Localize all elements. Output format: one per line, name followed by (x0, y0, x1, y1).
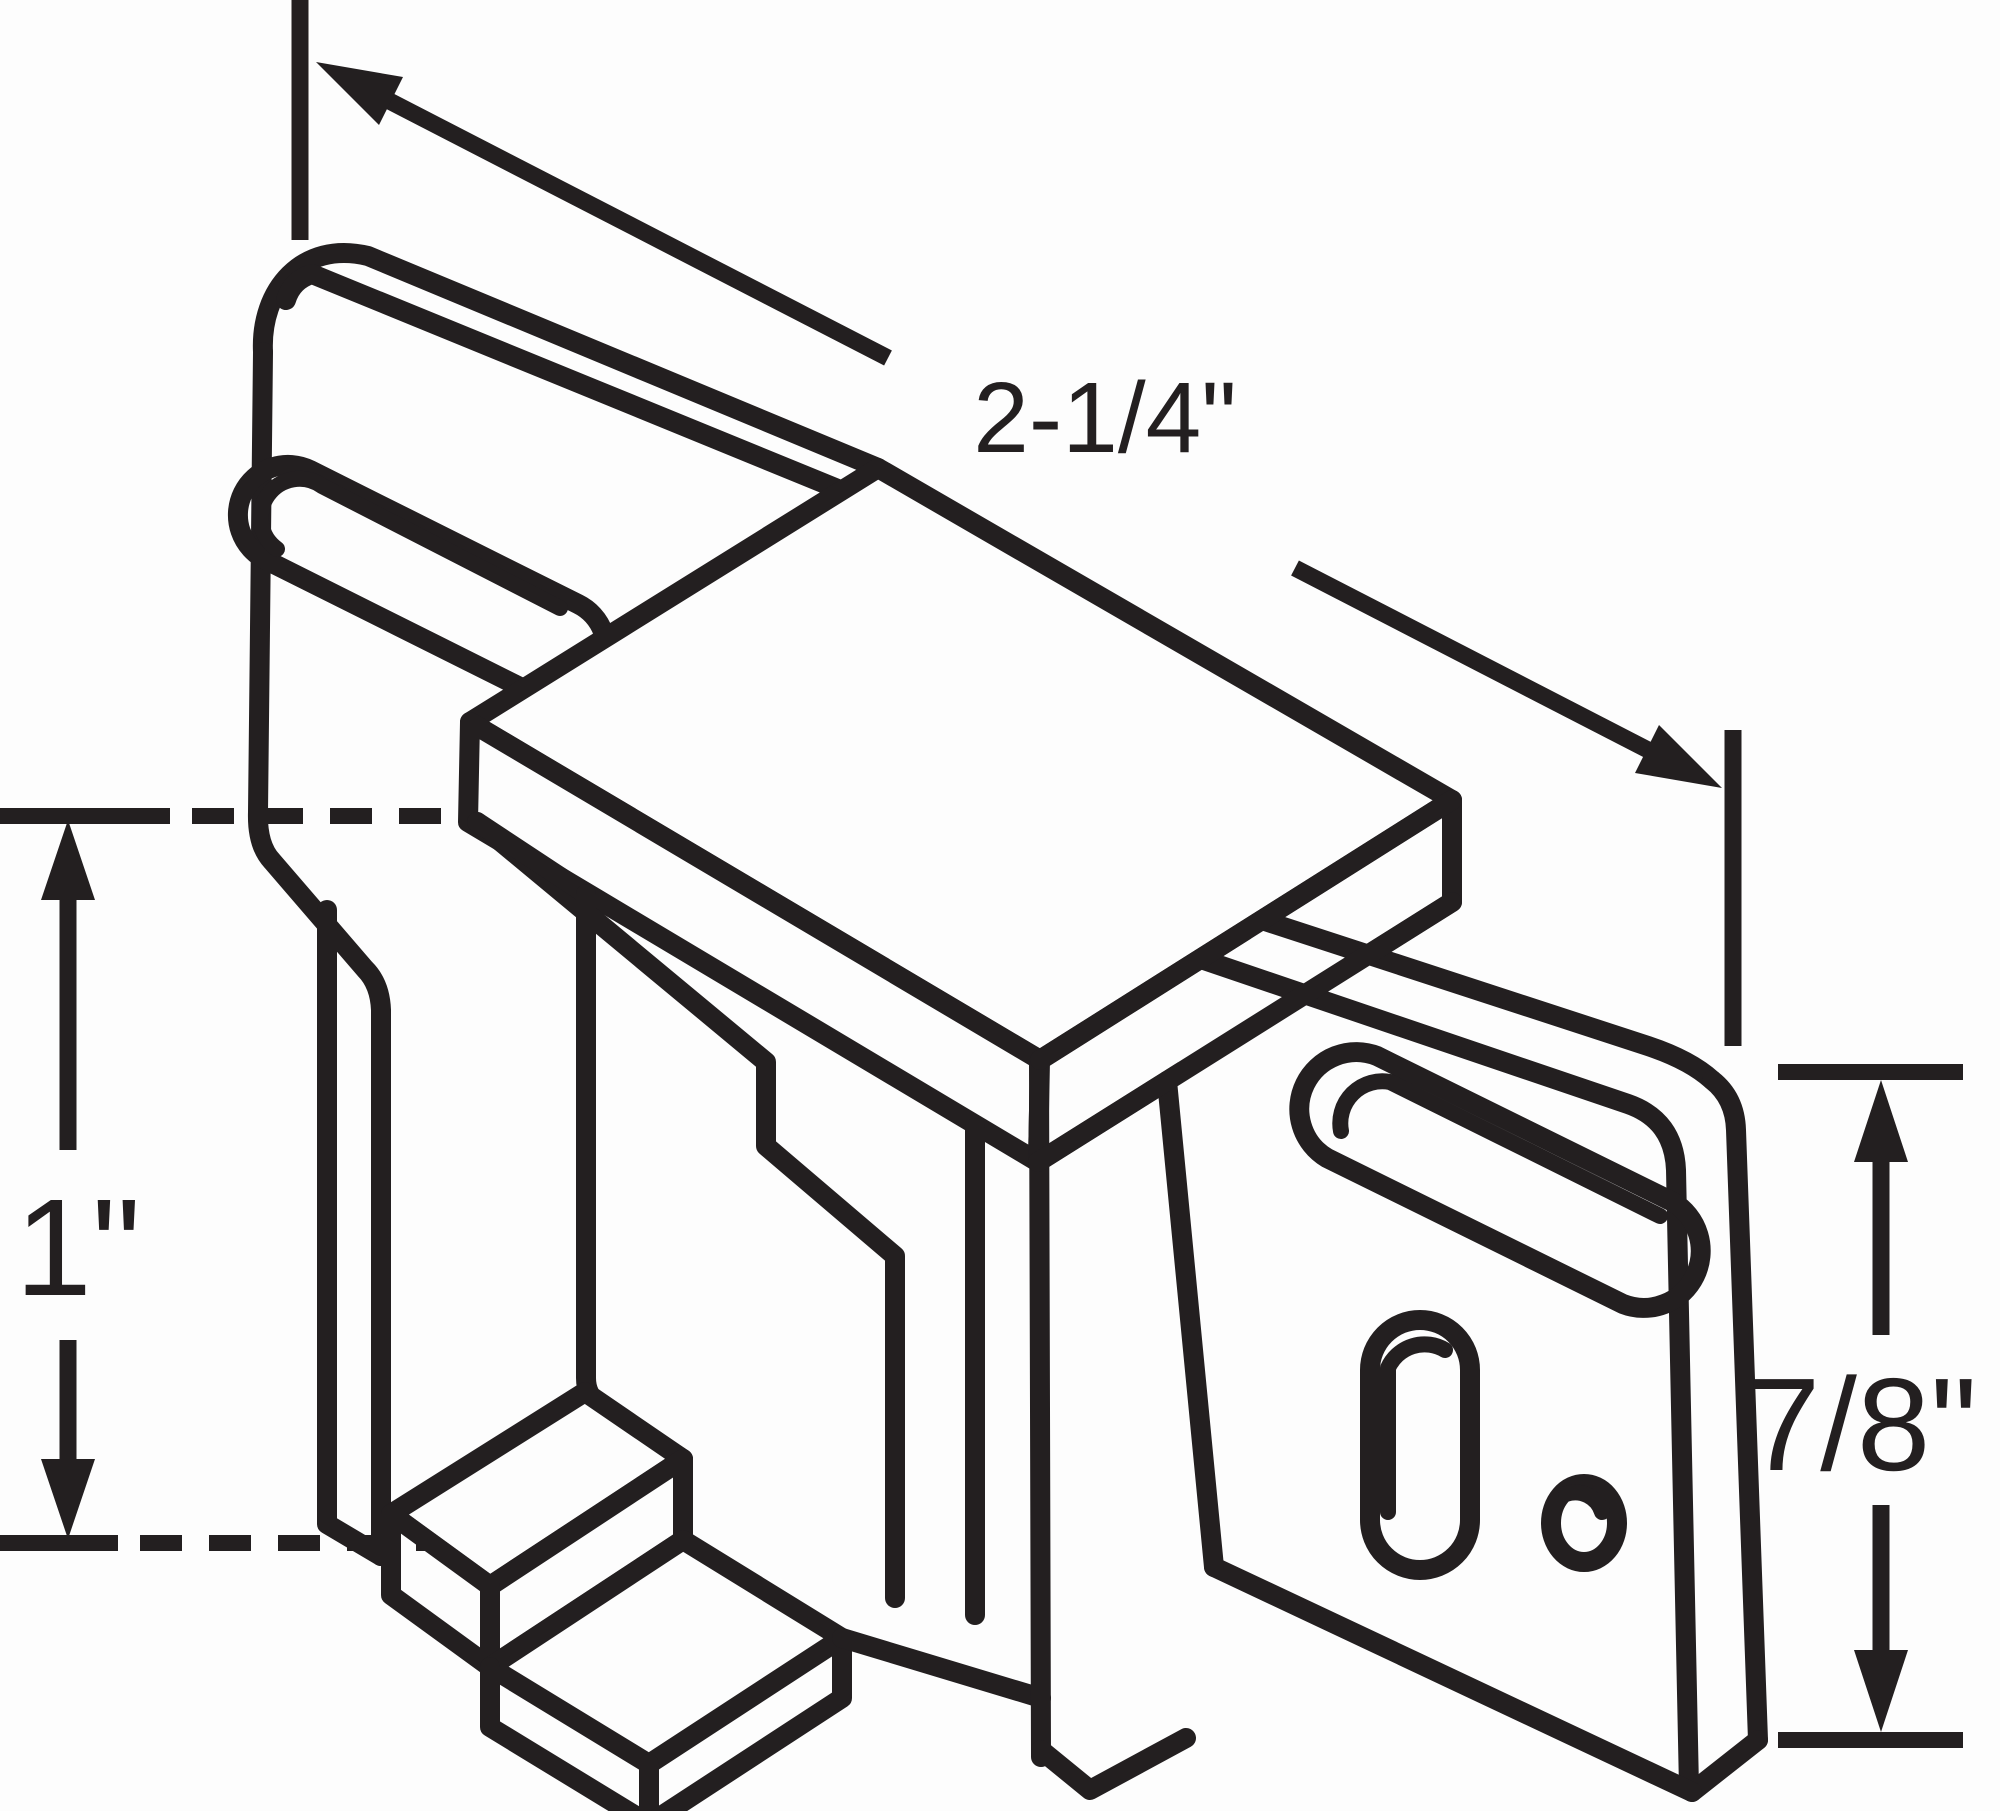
channel-opening-profile (467, 812, 905, 1608)
right-plate-right-edge-outer (1702, 1070, 1768, 1750)
width-arrowhead-left-icon (316, 62, 403, 125)
width-dim-label: 2-1/4" (973, 362, 1236, 474)
dimension-width: 2-1/4" (291, 0, 1742, 1046)
right-plate-bottom-left-edge (1204, 1557, 1702, 1802)
right-plate-front-top-edge (1191, 949, 1699, 1798)
right-height-arrowhead-up-icon (1854, 1080, 1908, 1162)
left-height-dim-label: 1" (15, 1171, 141, 1325)
right-plate-small-slot-outline (1360, 1310, 1480, 1580)
roof-front-right-bottom-edge (1028, 892, 1462, 1172)
dimension-left-height: 1" (0, 808, 466, 1551)
lip-front-right-face (650, 1628, 852, 1811)
body-front-corner-edge (1029, 1052, 1051, 1767)
left-plate-top-inner-edge (276, 264, 860, 504)
body-bottom-notch (1031, 1728, 1196, 1800)
right-plate-small-slot-inner-edge (1380, 1336, 1453, 1520)
left-height-arrowhead-up-icon (41, 820, 95, 900)
dimension-right-height: 7/8" (1747, 1064, 1977, 1748)
roof-front-right-top-edge (1030, 790, 1462, 1070)
left-plate-silhouette (257, 252, 878, 1586)
roof-edge-overdraw (1028, 790, 1462, 1172)
right-mounting-plate (1157, 910, 1768, 1802)
width-arrowhead-right-icon (1635, 725, 1722, 788)
right-plate-hole (1541, 1474, 1627, 1572)
right-plate-left-edge (1157, 1071, 1224, 1577)
right-plate-bottom-right-edge (1682, 1730, 1768, 1802)
left-height-arrowhead-down-icon (41, 1459, 95, 1539)
right-height-arrowhead-down-icon (1854, 1650, 1908, 1732)
width-dim-line-lower (1291, 560, 1654, 759)
right-plate-hole-inner-edge (1558, 1484, 1610, 1520)
jamb-top-edge (467, 812, 596, 904)
lip-right-edge (832, 1628, 1051, 1708)
lip-front-left-face (480, 1657, 659, 1811)
width-dim-line-upper (364, 82, 892, 366)
left-plate-slot-inner-edge (252, 470, 568, 616)
right-plate-large-slot-inner-edge (1332, 1073, 1668, 1224)
left-plate-top-edge (252, 243, 888, 478)
right-height-dim-label: 7/8" (1747, 1351, 1977, 1498)
right-plate-large-slot-outline (1289, 1042, 1711, 1318)
